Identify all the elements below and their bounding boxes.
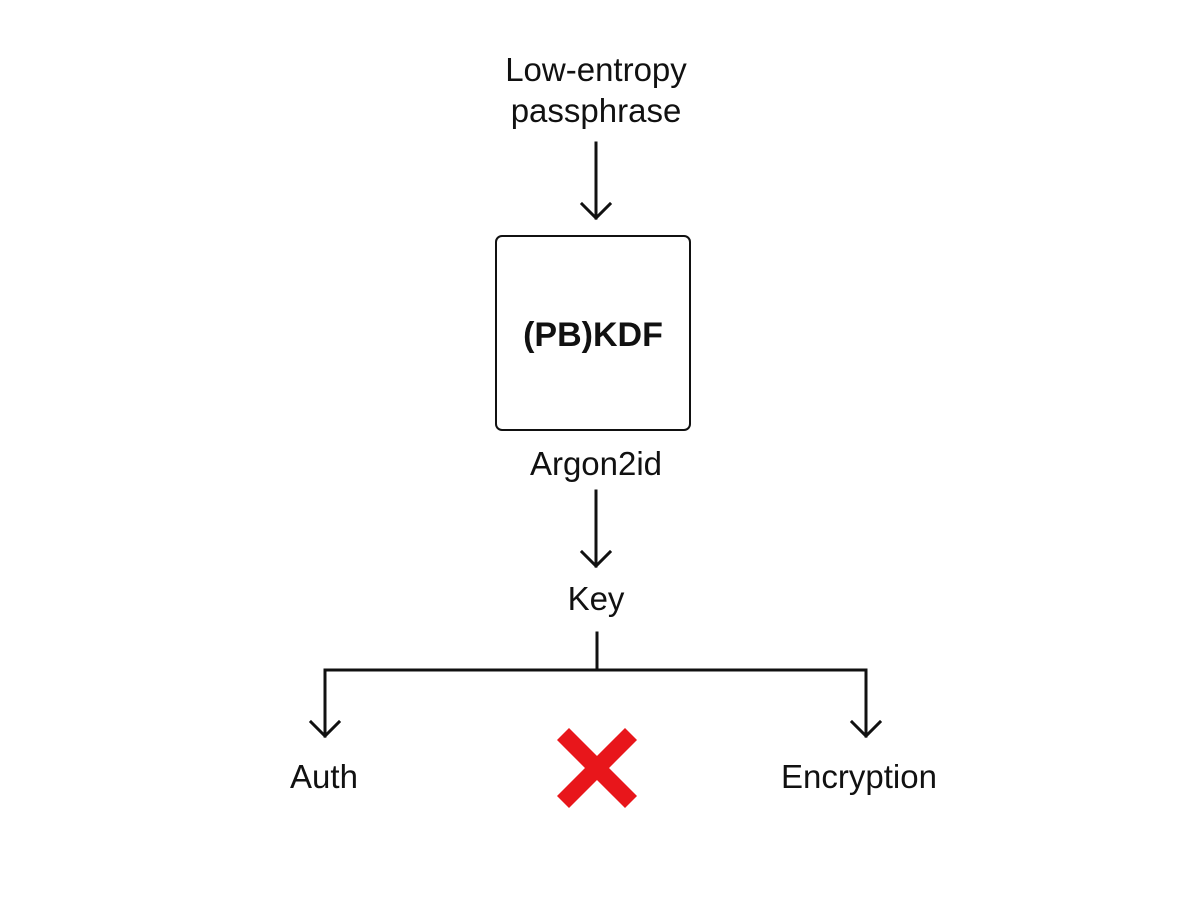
arrowhead-into-kdf (579, 201, 613, 221)
key-label: Key (567, 580, 625, 617)
input-line-1: Low-entropy (505, 51, 687, 88)
arrowhead-into-auth (308, 719, 342, 739)
kdf-algorithm-label: Argon2id (529, 445, 663, 482)
input-line-2: passphrase (510, 92, 682, 129)
auth-label: Auth (290, 758, 358, 795)
kdf-label: (PB)KDF (523, 316, 663, 354)
arrowhead-into-key (579, 549, 613, 569)
encryption-label: Encryption (781, 758, 937, 795)
arrowhead-into-encryption (849, 719, 883, 739)
input-label: Low-entropy passphrase (446, 49, 746, 131)
red-cross-icon (556, 727, 638, 809)
kdf-box: (PB)KDF (495, 235, 691, 431)
